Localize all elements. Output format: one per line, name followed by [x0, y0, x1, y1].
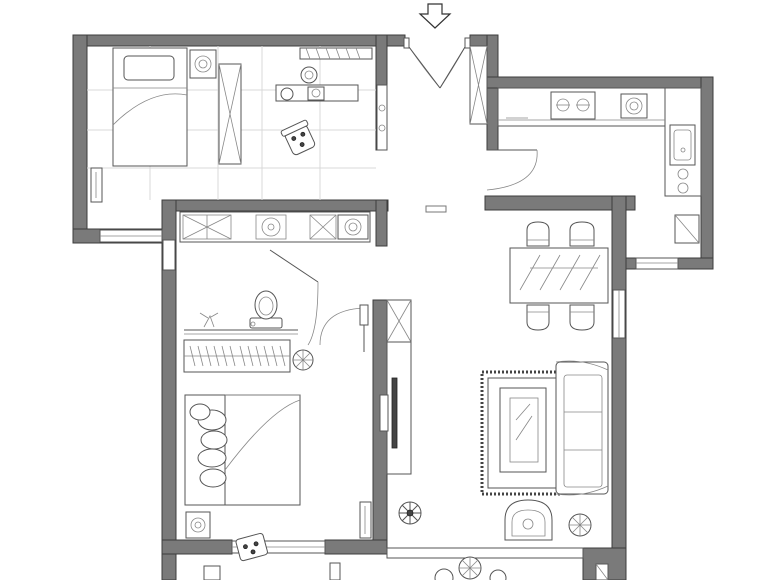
- entry-mat: [425, 205, 447, 213]
- wall-kitchen-right: [700, 76, 714, 270]
- small-plant: [199, 312, 219, 328]
- desk-lamp: [307, 86, 325, 101]
- wall-study-top: [72, 34, 406, 47]
- bedroom-door-arc: [319, 307, 365, 346]
- nightstand-bedroom: [185, 511, 211, 539]
- kitchen: [497, 87, 702, 244]
- bed-blanket: [112, 87, 188, 126]
- bathroom-door: [269, 249, 319, 283]
- washbasin: [261, 217, 281, 237]
- wall-kitchen-living: [484, 195, 636, 211]
- potted-plant-tv: [398, 501, 422, 525]
- air-conditioner-study: [90, 167, 103, 203]
- wall-entry-right: [486, 34, 499, 151]
- down-arrow-icon: [418, 3, 452, 29]
- study-room: [87, 46, 388, 203]
- window-kitchen: [635, 257, 679, 270]
- pillows: [189, 403, 228, 488]
- balcony-plants: [434, 556, 507, 580]
- armchair: [504, 499, 553, 541]
- wall-bathroom-right: [375, 199, 388, 247]
- wall-bedroom-bottom-right: [324, 539, 388, 555]
- bathroom-door-arc: [307, 281, 319, 346]
- wall-bathroom-left: [161, 199, 177, 580]
- toilet: [249, 290, 283, 329]
- shelf-study: [299, 47, 373, 60]
- window-bath: [162, 239, 176, 271]
- balcony-door: [203, 562, 609, 580]
- nightstand: [189, 49, 217, 79]
- decor-rug: [300, 66, 318, 84]
- hangers: [189, 345, 286, 367]
- entry-hall: [425, 45, 488, 213]
- bathroom: [179, 211, 371, 335]
- windows: [99, 229, 679, 559]
- entry-door-jamb-right: [464, 37, 471, 49]
- dining-chairs: [526, 221, 595, 331]
- wall-study-bottom: [161, 199, 389, 212]
- kitchen-door-arc: [486, 149, 538, 191]
- desk-chair: [280, 119, 316, 156]
- balcony-opening: [386, 547, 584, 559]
- wall-bedroom-bottom-left: [161, 539, 233, 555]
- master-bedroom: [183, 299, 412, 562]
- desk-decor: [280, 87, 294, 101]
- wall-cabinet: [376, 84, 388, 151]
- wall-living-right: [611, 195, 627, 580]
- potted-plant-living: [568, 513, 592, 537]
- bedroom-chair: [235, 532, 268, 562]
- gas-stove: [550, 91, 596, 120]
- tv-cabinet: [386, 341, 412, 475]
- rice-cooker: [620, 93, 648, 119]
- wall-kitchen-top: [486, 76, 714, 89]
- tv-stand: [379, 394, 389, 432]
- pillow: [123, 55, 175, 81]
- dining-area: [509, 221, 609, 331]
- bed-sheet: [224, 394, 301, 471]
- doors: [269, 37, 538, 352]
- tv: [391, 377, 398, 449]
- wall-study-left: [72, 34, 88, 244]
- entry-door-jamb-left: [403, 37, 410, 49]
- air-conditioner-bedroom: [359, 501, 372, 539]
- living-room: [398, 360, 609, 580]
